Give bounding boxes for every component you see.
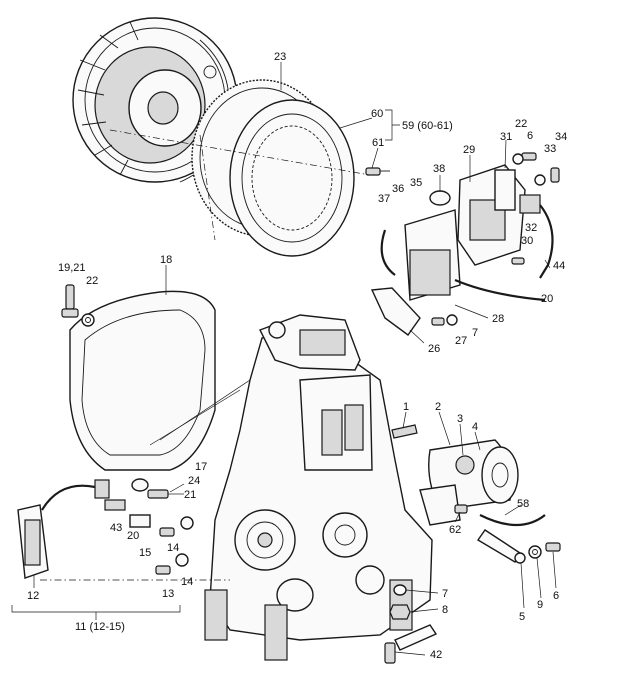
callout-4: 4 [472, 421, 478, 433]
callout-28: 28 [492, 313, 504, 325]
callout-20-left: 20 [127, 530, 139, 542]
callout-14-lower: 14 [181, 576, 193, 588]
callout-29: 29 [463, 144, 475, 156]
callout-35: 35 [410, 177, 422, 189]
callout-38: 38 [433, 163, 445, 175]
callout-22-top: 22 [515, 118, 527, 130]
washer-22-left [81, 313, 95, 327]
callout-59: 59 (60-61) [402, 120, 453, 132]
washer-7-lower [393, 584, 407, 596]
regulator-assembly [370, 152, 560, 336]
washer-9 [528, 545, 542, 559]
strap-42 [384, 624, 438, 664]
callout-27: 27 [455, 335, 467, 347]
callout-2: 2 [435, 401, 441, 413]
callout-5: 5 [519, 611, 525, 623]
callout-30: 30 [521, 235, 533, 247]
ring-axis [199, 134, 216, 241]
rod-5 [476, 529, 526, 564]
washer-14-upper [180, 516, 194, 530]
callout-17: 17 [195, 461, 207, 473]
callout-13: 13 [162, 588, 174, 600]
starter-motor [419, 439, 519, 526]
callout-26: 26 [428, 343, 440, 355]
callout-18: 18 [160, 254, 172, 266]
leader-lines [33, 62, 557, 656]
callout-6-lower: 6 [553, 590, 559, 602]
callout-31: 31 [500, 131, 512, 143]
flywheel-housing [69, 290, 251, 471]
callout-32: 32 [525, 222, 537, 234]
callout-7-lower: 7 [442, 588, 448, 600]
bracket-59 [385, 109, 400, 141]
callout-24: 24 [188, 475, 200, 487]
stud-1 [391, 424, 418, 439]
bracket-11 [11, 605, 181, 620]
flywheel-axis [109, 129, 371, 176]
callout-44: 44 [553, 260, 565, 272]
callout-37: 37 [378, 193, 390, 205]
sensor-12 [17, 479, 151, 579]
magnet-ring [229, 99, 355, 257]
flywheel [72, 17, 238, 183]
callout-22-left: 22 [86, 275, 98, 287]
bolt-13 [155, 565, 171, 575]
callout-9: 9 [537, 599, 543, 611]
callout-1: 1 [403, 401, 409, 413]
callout-42: 42 [430, 649, 442, 661]
callout-3: 3 [457, 413, 463, 425]
callout-34: 34 [555, 131, 567, 143]
callout-60: 60 [371, 108, 383, 120]
callout-62: 62 [449, 524, 461, 536]
screw-61 [365, 167, 390, 176]
bolt-6-lower [545, 542, 561, 552]
callout-12: 12 [27, 590, 39, 602]
callout-14-upper: 14 [167, 542, 179, 554]
callout-6-top: 6 [527, 130, 533, 142]
bolt-21 [147, 489, 169, 499]
callout-20-top: 20 [541, 293, 553, 305]
callout-21: 21 [184, 489, 196, 501]
callout-7-top: 7 [472, 327, 478, 339]
callout-58: 58 [517, 498, 529, 510]
callouts: 23 60 59 (60-61) 61 22 31 6 34 33 29 38 … [27, 51, 567, 661]
washer-14-lower [175, 553, 189, 567]
washer-24 [131, 478, 149, 492]
callout-23: 23 [274, 51, 286, 63]
callout-19-21: 19,21 [58, 262, 86, 274]
callout-36: 36 [392, 183, 404, 195]
wire-58 [479, 514, 546, 526]
callout-43: 43 [110, 522, 122, 534]
callout-15: 15 [139, 547, 151, 559]
callout-33: 33 [544, 143, 556, 155]
bolt-15 [159, 527, 175, 537]
callout-8: 8 [442, 604, 448, 616]
bolt-19-21 [61, 284, 79, 318]
callout-61: 61 [372, 137, 384, 149]
nut-8 [389, 604, 411, 620]
callout-11: 11 (12-15) [75, 621, 125, 633]
